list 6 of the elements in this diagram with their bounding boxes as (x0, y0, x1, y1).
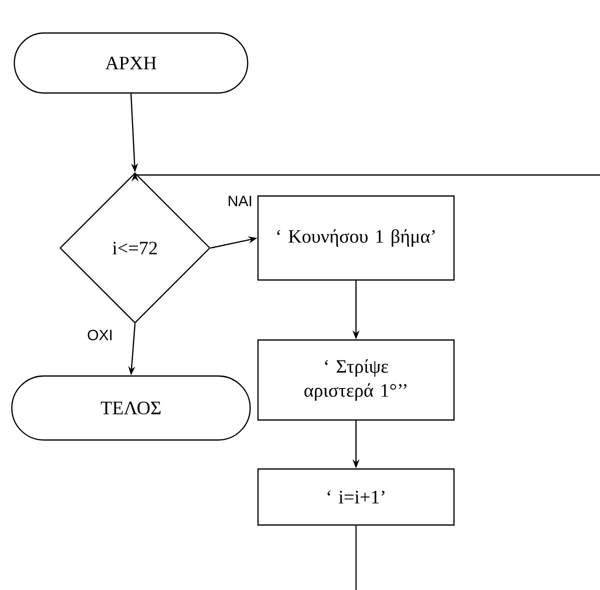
process-box: ‘ i=i+1’ (257, 468, 455, 526)
edge-label: ΝΑΙ (226, 194, 254, 208)
process-box: ‘ Στρίψε αριστερά 1°’’ (257, 339, 455, 421)
process-box: ‘ Κουνήσου 1 βήμα’ (257, 195, 455, 281)
connector-line (355, 526, 357, 590)
edge-label: ΟΧΙ (86, 328, 114, 342)
